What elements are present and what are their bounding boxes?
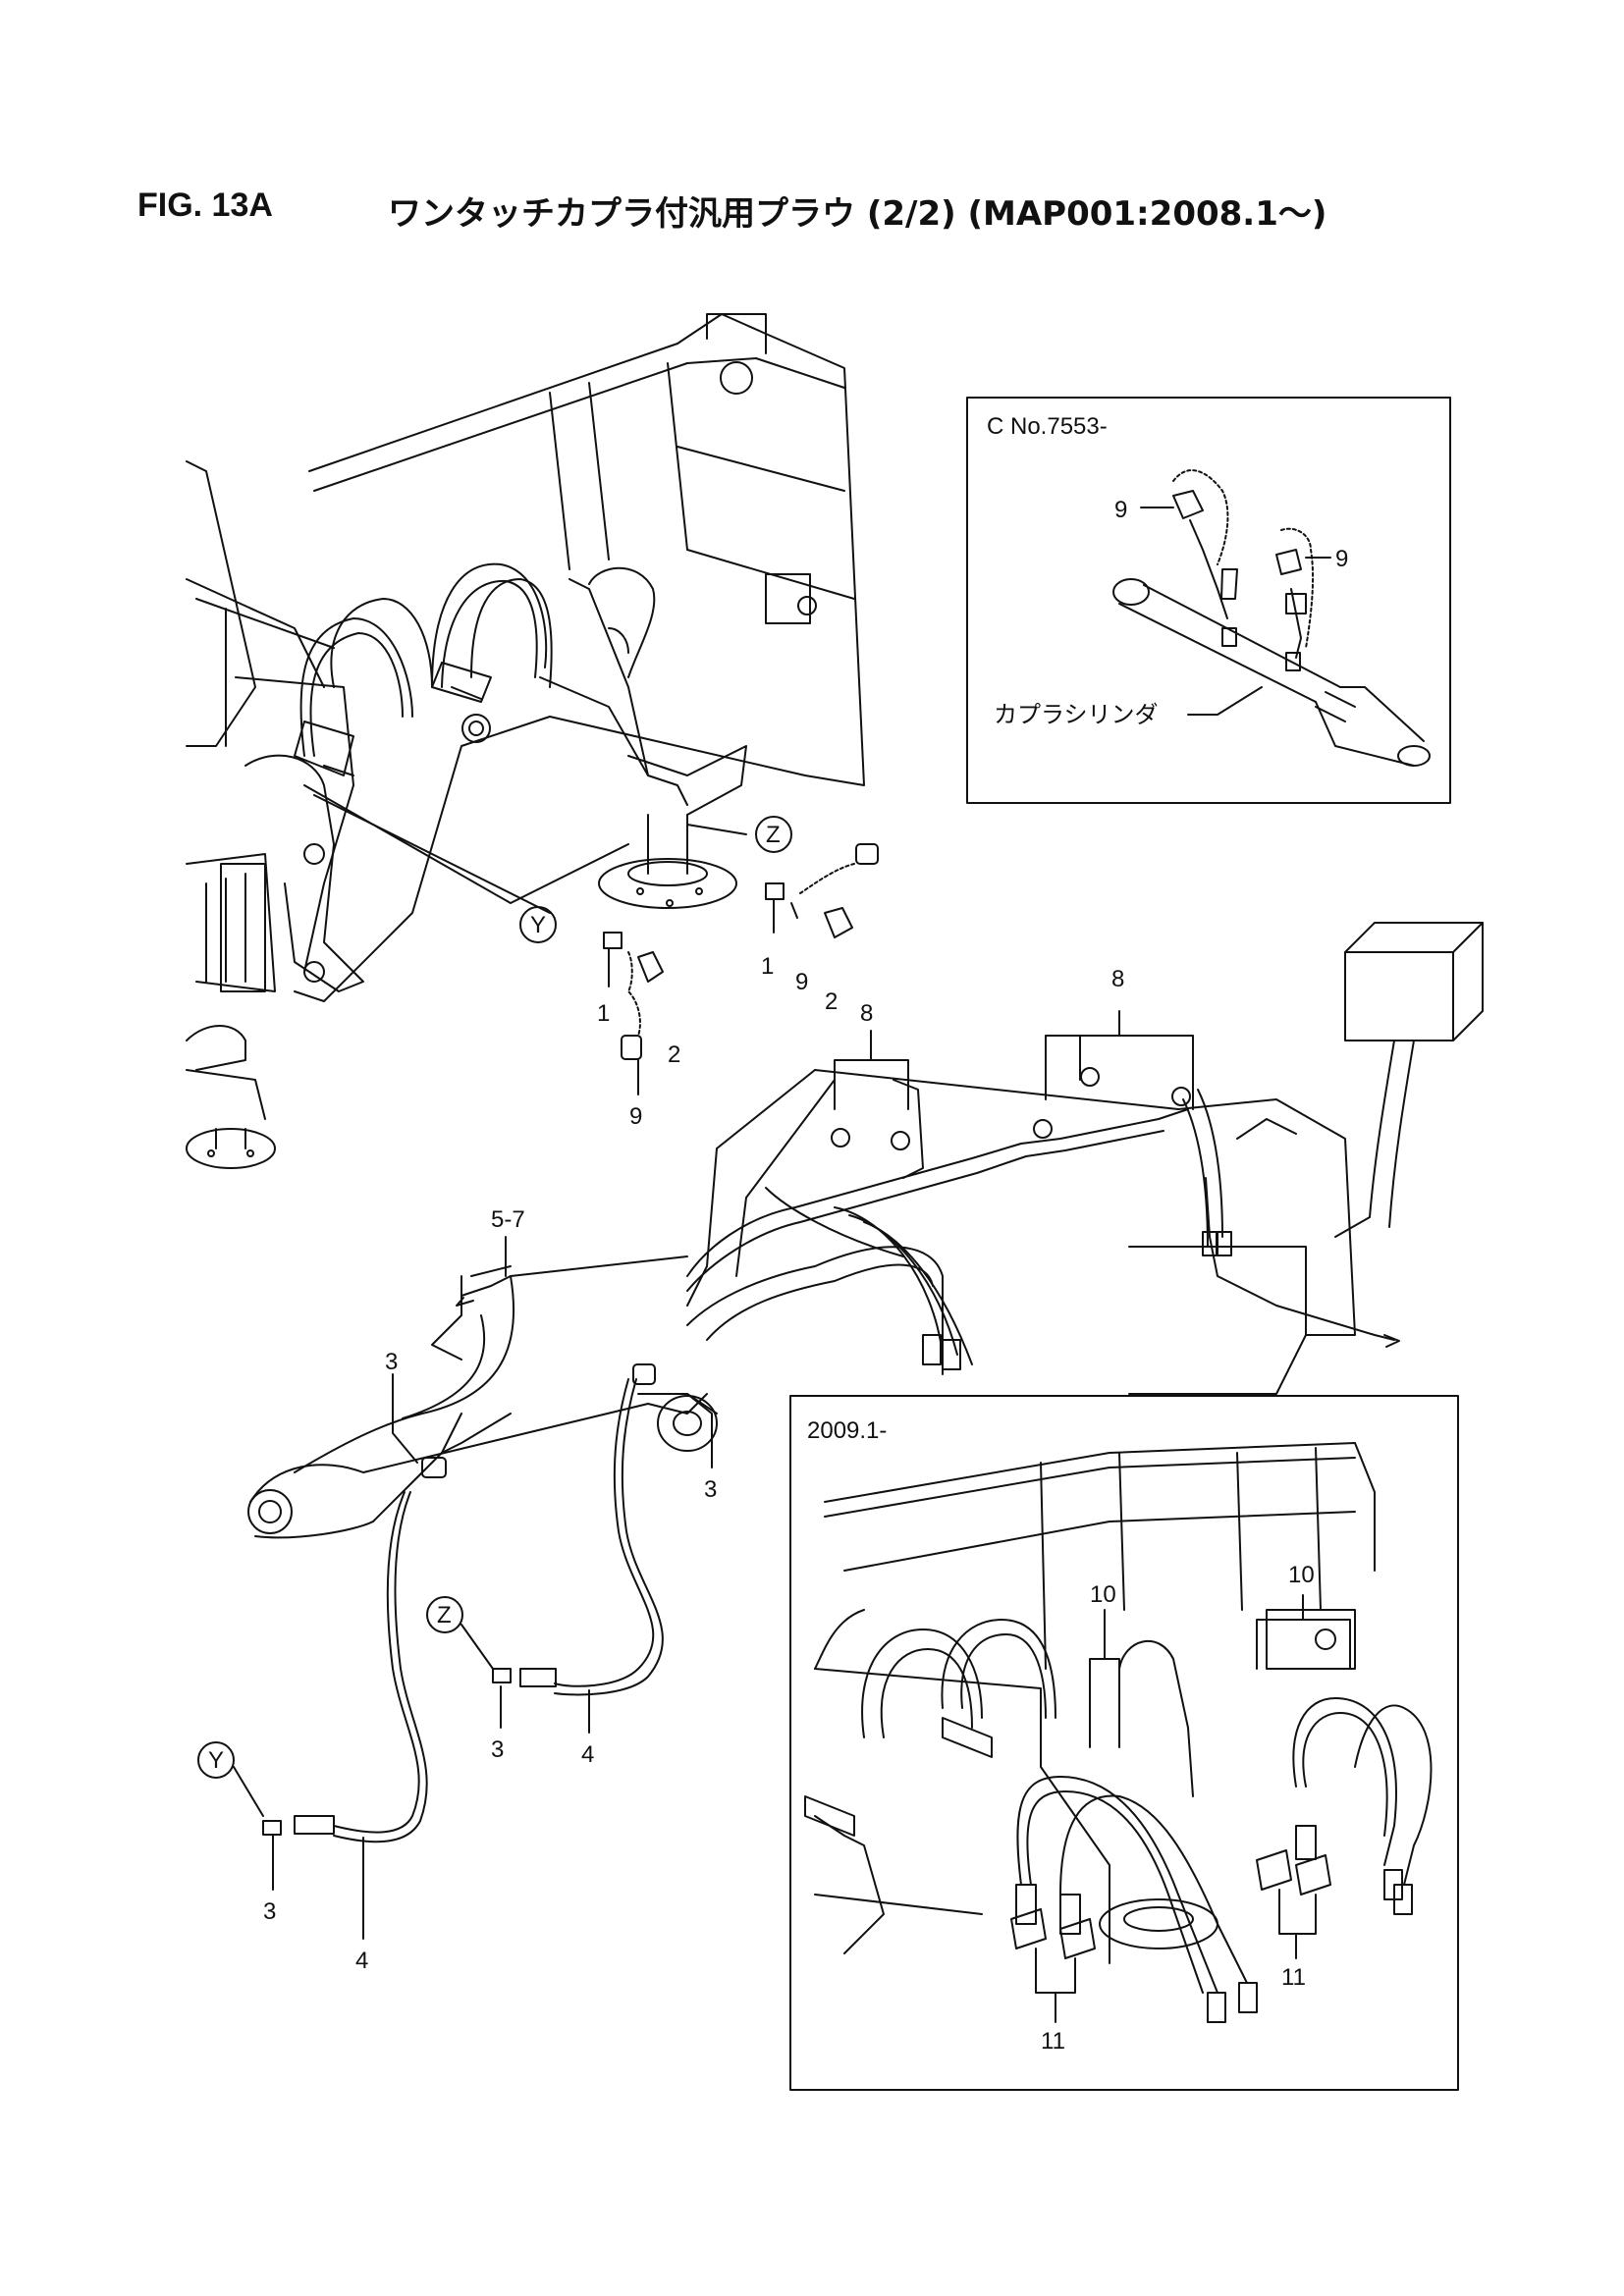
view-marker-z-top xyxy=(755,816,792,853)
label-item-2-left: 2 xyxy=(668,1041,680,1068)
label-item-1-right: 1 xyxy=(761,953,774,980)
view-marker-z-bottom-label: Z xyxy=(437,1602,452,1629)
view-marker-y-bottom-label: Y xyxy=(208,1747,224,1774)
label-item-11-right: 11 xyxy=(1281,1964,1306,1991)
view-marker-y-top-label: Y xyxy=(530,912,546,938)
coupler-fittings-group xyxy=(603,843,879,1060)
view-marker-z-bottom xyxy=(426,1596,463,1633)
label-item-9-inset-b: 9 xyxy=(1335,546,1348,572)
label-item-9-inset-a: 9 xyxy=(1114,497,1127,523)
label-item-4-a: 4 xyxy=(581,1741,594,1768)
loader-body-drawing xyxy=(247,922,1484,1539)
hose-item-4-drawing xyxy=(262,1378,664,1843)
figure-description: ワンタッチカプラ付汎用プラウ (2/2) (MAP001:2008.1～) xyxy=(388,194,1327,234)
item-11-brackets xyxy=(1035,1889,1317,2023)
label-item-1-left: 1 xyxy=(597,1000,610,1027)
label-item-3-c: 3 xyxy=(491,1736,504,1763)
inset-2009-drawing xyxy=(804,1442,1433,2023)
item-10-brackets xyxy=(1089,1594,1351,1748)
item-8-brackets xyxy=(834,1010,1194,1110)
label-item-9-right: 9 xyxy=(795,969,808,995)
leader-3-a xyxy=(392,1373,418,1464)
label-item-10-left: 10 xyxy=(1090,1581,1116,1608)
label-item-9-left: 9 xyxy=(629,1103,642,1130)
label-item-10-right: 10 xyxy=(1288,1562,1315,1588)
leader-y xyxy=(313,794,551,914)
inset-2009 xyxy=(789,1395,1459,2091)
label-item-3-d: 3 xyxy=(263,1898,276,1925)
label-item-3-a: 3 xyxy=(385,1349,398,1375)
leader-z-bottom xyxy=(460,1624,494,1670)
label-item-5-7: 5-7 xyxy=(491,1206,525,1233)
inset-c7553-header: C No.7553- xyxy=(987,413,1108,440)
label-item-3-b: 3 xyxy=(704,1476,717,1503)
label-item-2-right: 2 xyxy=(825,988,838,1015)
label-item-8-right: 8 xyxy=(1111,966,1124,992)
leader-z xyxy=(686,824,747,835)
label-item-11-left: 11 xyxy=(1041,2028,1065,2055)
leader-y-bottom xyxy=(233,1766,264,1817)
view-marker-y-top xyxy=(519,906,557,943)
leader-3-b xyxy=(686,1393,713,1468)
label-item-4-b: 4 xyxy=(355,1948,368,1974)
view-marker-y-bottom xyxy=(197,1741,235,1779)
view-marker-z-top-label: Z xyxy=(766,822,781,848)
leader-cylinder xyxy=(1187,686,1263,716)
label-item-8-left: 8 xyxy=(860,1000,873,1027)
coupler-cylinder-drawing xyxy=(1112,469,1431,767)
figure-number: FIG. 13A xyxy=(137,187,273,224)
inset-2009-header: 2009.1- xyxy=(807,1417,887,1444)
plow-frame-drawing xyxy=(186,313,865,1169)
coupler-cylinder-label: カプラシリンダ xyxy=(994,702,1159,728)
inset-c7553 xyxy=(966,397,1451,804)
